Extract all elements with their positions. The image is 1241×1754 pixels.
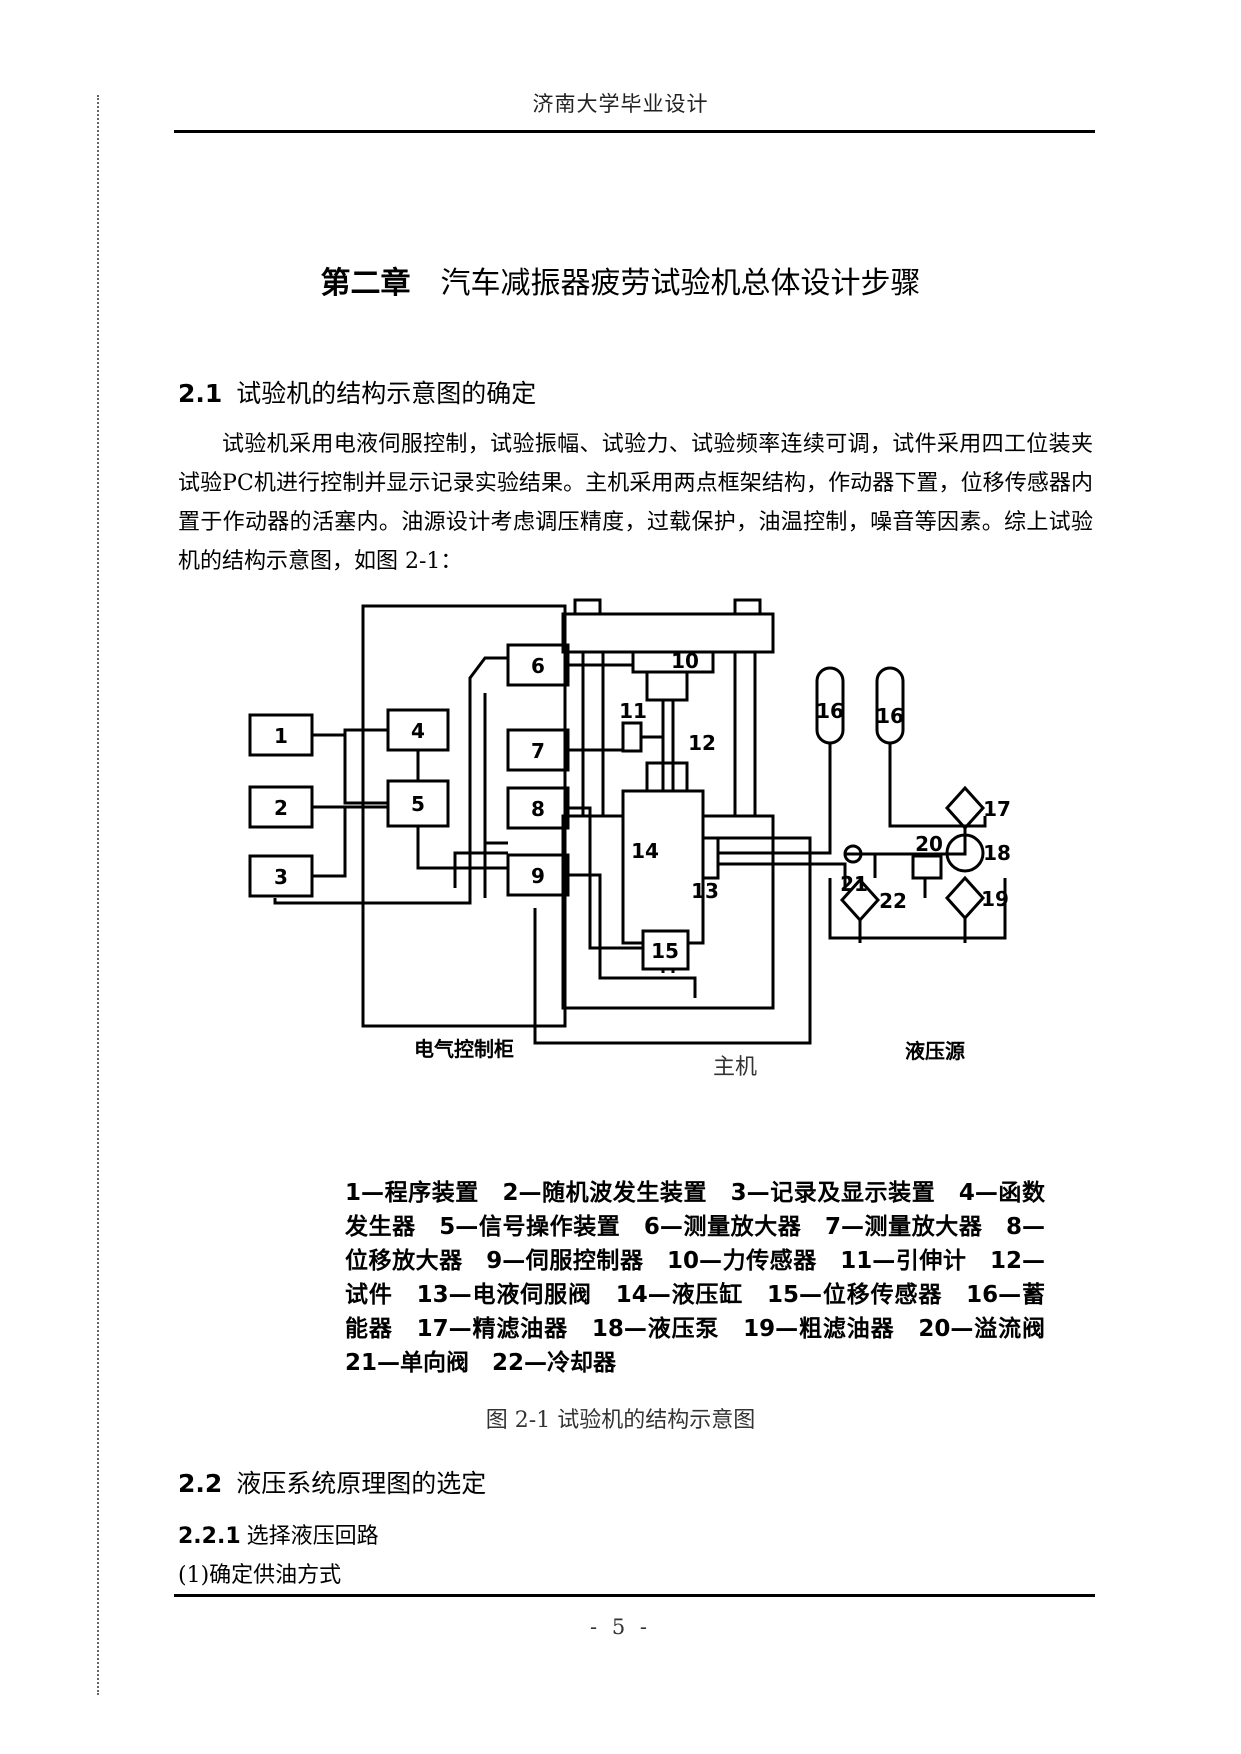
running-header: 济南大学毕业设计 xyxy=(532,92,709,116)
chapter-title: 第二章汽车减振器疲劳试验机总体设计步骤 xyxy=(0,258,1241,302)
label-16a: 16 xyxy=(816,699,844,723)
subsection-number: 2.2.1 xyxy=(178,1524,241,1549)
label-14: 14 xyxy=(631,839,659,863)
label-11: 11 xyxy=(619,699,647,723)
label-4: 4 xyxy=(411,719,425,743)
label-15: 15 xyxy=(651,939,679,963)
cylinder-box xyxy=(621,789,705,945)
binding-margin-line xyxy=(97,95,99,1695)
label-13: 13 xyxy=(691,879,719,903)
page-number: - 5 - xyxy=(590,1615,651,1639)
label-8: 8 xyxy=(531,797,545,821)
section-number: 2.1 xyxy=(178,379,223,408)
fine-filter xyxy=(944,785,986,831)
list-item-1: (1)确定供油方式 xyxy=(178,1563,342,1588)
label-19: 19 xyxy=(981,887,1009,911)
structure-diagram: 1 2 3 4 5 6 7 8 9 10 11 12 13 14 15 16 1… xyxy=(248,598,1011,1080)
label-17: 17 xyxy=(983,797,1011,821)
label-6: 6 xyxy=(531,654,545,678)
check-valve xyxy=(843,844,863,864)
coarse-filter xyxy=(944,875,986,921)
label-18: 18 xyxy=(983,841,1011,865)
hydraulic-pump xyxy=(945,833,985,873)
label-22: 22 xyxy=(879,889,907,913)
section-heading-2-1: 2.1 试验机的结构示意图的确定 xyxy=(178,374,536,410)
crosshead xyxy=(561,612,775,654)
label-5: 5 xyxy=(411,792,425,816)
header-rule xyxy=(174,130,1095,133)
relief-valve xyxy=(911,854,943,880)
main-machine-label: 主机 xyxy=(713,1055,757,1080)
section-number: 2.2 xyxy=(178,1469,223,1498)
subsection-title: 选择液压回路 xyxy=(246,1524,379,1549)
label-1: 1 xyxy=(274,724,288,748)
figure-caption: 图 2-1 试验机的结构示意图 xyxy=(485,1408,756,1433)
label-3: 3 xyxy=(274,865,288,889)
label-12: 12 xyxy=(688,731,716,755)
section-title: 试验机的结构示意图的确定 xyxy=(236,379,537,408)
section-title: 液压系统原理图的选定 xyxy=(236,1469,487,1498)
section-heading-2-2: 2.2 液压系统原理图的选定 xyxy=(178,1464,486,1500)
label-21: 21 xyxy=(840,872,868,896)
extensometer xyxy=(621,721,643,753)
label-10: 10 xyxy=(671,649,699,673)
label-9: 9 xyxy=(531,864,545,888)
chapter-title-text: 汽车减振器疲劳试验机总体设计步骤 xyxy=(440,266,921,301)
label-2: 2 xyxy=(274,796,288,820)
hydraulic-source-label: 液压源 xyxy=(905,1039,965,1063)
label-20: 20 xyxy=(915,832,943,856)
footer-rule xyxy=(174,1594,1095,1597)
figure-legend: 1—程序装置 2—随机波发生装置 3—记录及显示装置 4—函数发生器 5—信号操… xyxy=(345,1180,1068,1376)
displacement-sensor xyxy=(641,929,690,971)
cabinet-label: 电气控制柜 xyxy=(414,1037,514,1061)
body-paragraph: 试验机采用电液伺服控制，试验振幅、试验力、试验频率连续可调，试件采用四工位装夹试… xyxy=(178,432,1093,574)
chapter-number: 第二章 xyxy=(320,266,411,301)
label-16b: 16 xyxy=(876,704,904,728)
label-7: 7 xyxy=(531,739,545,763)
